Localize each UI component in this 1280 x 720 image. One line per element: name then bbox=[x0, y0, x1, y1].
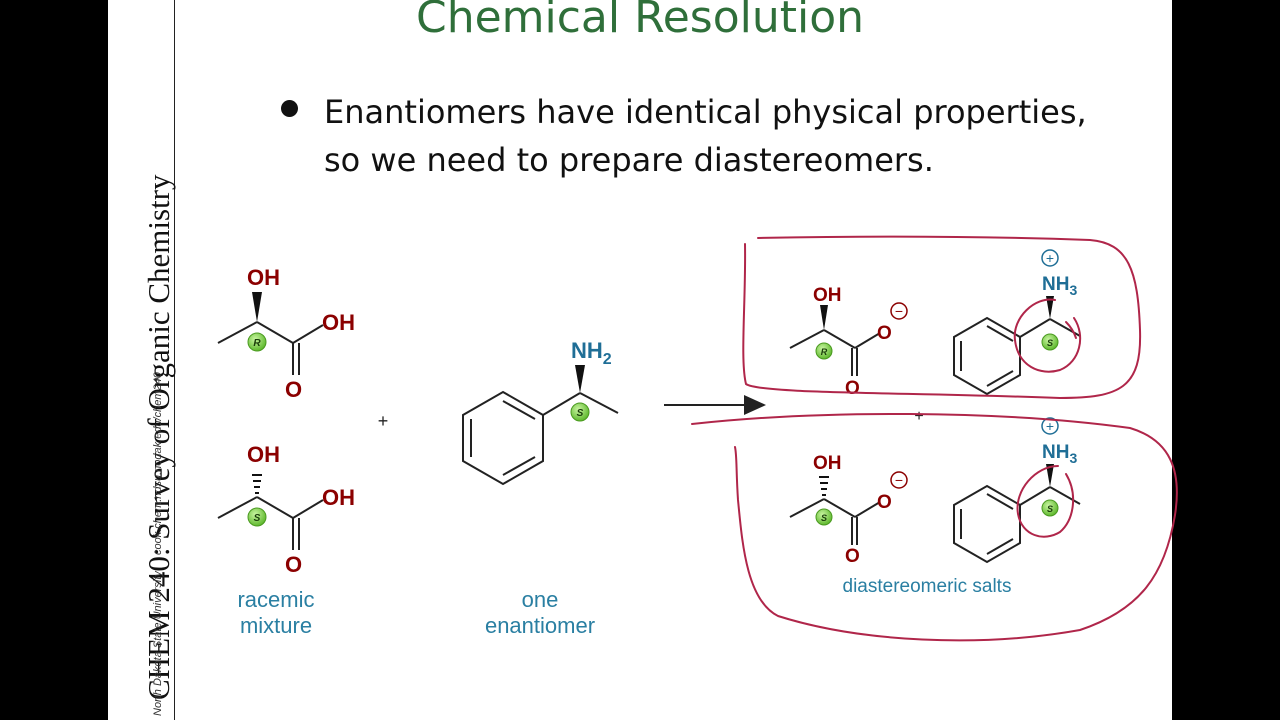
caption-line: mixture bbox=[239, 613, 313, 638]
top-tick-mark bbox=[1065, 321, 1077, 339]
phenylethylammonium-cation bbox=[953, 296, 1081, 396]
oh-label: OH bbox=[247, 265, 280, 290]
salts-caption: diastereomeric salts bbox=[812, 574, 1042, 600]
stereo-r-label: R bbox=[821, 347, 828, 357]
stereocenter-badge bbox=[815, 508, 833, 526]
stereo-r-label: R bbox=[253, 338, 261, 349]
slide-background bbox=[108, 0, 1172, 720]
stereo-s-label: S bbox=[821, 513, 827, 523]
top-salt-circle bbox=[742, 235, 1142, 400]
oh-label: OH bbox=[247, 442, 280, 467]
stereocenter-badge bbox=[815, 342, 833, 360]
slide-title: Chemical Resolution bbox=[415, 0, 865, 43]
ammonium-label: NH3 bbox=[1042, 442, 1077, 466]
subscript: 2 bbox=[603, 351, 612, 368]
positive-charge-icon bbox=[1041, 417, 1059, 435]
stereocenter-badge bbox=[1041, 499, 1059, 517]
wedge-bond bbox=[820, 305, 828, 330]
bottom-stereocenter-circle bbox=[1016, 465, 1075, 538]
stereocenter-badge bbox=[1041, 333, 1059, 351]
carboxylate-o-label: O bbox=[877, 323, 892, 344]
lactic-acid-s bbox=[217, 496, 324, 550]
oh-label: OH bbox=[813, 453, 842, 474]
wedge-bond bbox=[575, 365, 585, 393]
phenylethylammonium-cation bbox=[953, 464, 1081, 564]
lactic-acid-r bbox=[217, 292, 324, 375]
caption-line: enantiomer bbox=[484, 613, 596, 638]
bullet-point: Enantiomers have identical physical prop… bbox=[324, 88, 1087, 184]
ammonium-label: NH3 bbox=[1042, 274, 1077, 298]
caption-line: one bbox=[521, 587, 559, 612]
positive-charge-icon bbox=[1041, 249, 1059, 267]
carbonyl-o-label: O bbox=[845, 378, 860, 399]
plus-symbol: + bbox=[1046, 250, 1054, 266]
stereo-s-label: S bbox=[577, 408, 584, 419]
hashed-bond bbox=[819, 476, 829, 496]
wedge-bond bbox=[1046, 296, 1054, 319]
oh-label: OH bbox=[813, 285, 842, 306]
top-stereocenter-circle bbox=[1013, 298, 1082, 373]
bullet-line-2: so we need to prepare diastereomers. bbox=[324, 141, 934, 179]
plus-sign: + bbox=[914, 408, 923, 425]
hashed-bond bbox=[252, 474, 262, 494]
lactate-anion-s bbox=[789, 498, 881, 545]
nh-text: NH bbox=[571, 338, 603, 363]
carbonyl-o-label: O bbox=[285, 552, 302, 577]
carbonyl-o-label: O bbox=[845, 546, 860, 567]
lactate-anion-r bbox=[789, 305, 881, 376]
negative-charge-icon bbox=[890, 471, 908, 489]
caption-line: diastereomeric salts bbox=[842, 576, 1012, 597]
minus-symbol: − bbox=[895, 472, 903, 488]
racemic-caption: racemic mixture bbox=[216, 587, 336, 639]
carboxylate-o-label: O bbox=[877, 492, 892, 513]
stereocenter-badge bbox=[247, 507, 267, 527]
oh-label: OH bbox=[322, 310, 355, 335]
stereo-s-label: S bbox=[1047, 338, 1053, 348]
plus-sign: + bbox=[378, 411, 389, 431]
handwritten-annotations bbox=[691, 235, 1178, 642]
wedge-bond bbox=[252, 292, 262, 322]
negative-charge-icon bbox=[890, 302, 908, 320]
caption-line: racemic bbox=[237, 587, 315, 612]
phenylethylamine bbox=[462, 365, 619, 486]
minus-symbol: − bbox=[895, 303, 903, 319]
oh-label: OH bbox=[322, 485, 355, 510]
enantiomer-caption: one enantiomer bbox=[470, 587, 610, 639]
sidebar-divider bbox=[174, 0, 175, 720]
bullet-icon bbox=[281, 100, 298, 117]
stereocenter-badge bbox=[570, 402, 590, 422]
stereocenter-badge bbox=[247, 332, 267, 352]
nh-text: NH bbox=[1042, 274, 1069, 295]
nh-text: NH bbox=[1042, 442, 1069, 463]
wedge-bond bbox=[1046, 464, 1054, 487]
stereo-s-label: S bbox=[254, 513, 261, 524]
subscript: 3 bbox=[1069, 282, 1077, 298]
plus-symbol: + bbox=[1046, 418, 1054, 434]
bullet-line-1: Enantiomers have identical physical prop… bbox=[324, 93, 1087, 131]
amine-label: NH2 bbox=[571, 338, 612, 368]
bottom-salt-circle bbox=[691, 412, 1178, 642]
carbonyl-o-label: O bbox=[285, 377, 302, 402]
subscript: 3 bbox=[1069, 450, 1077, 466]
stereo-s-label: S bbox=[1047, 504, 1053, 514]
